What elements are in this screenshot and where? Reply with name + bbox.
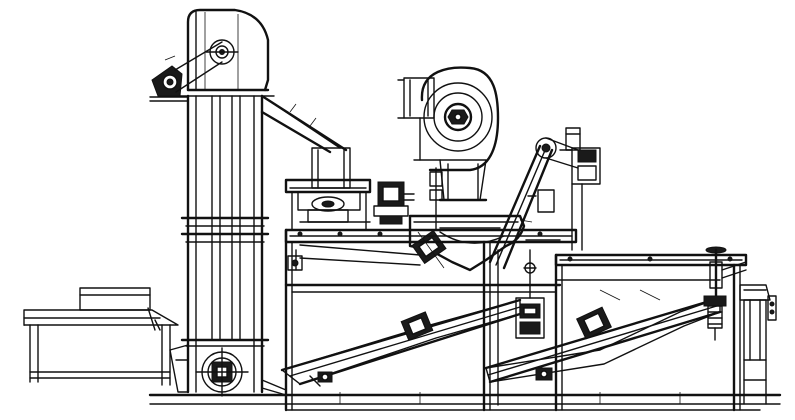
feed-table bbox=[23, 287, 179, 386]
frame-details bbox=[297, 231, 733, 404]
discharge-chute bbox=[260, 94, 348, 154]
bucket-elevator bbox=[169, 8, 287, 397]
conveyor-drive-motor bbox=[559, 127, 601, 251]
base-frame bbox=[148, 393, 782, 411]
lower-center-sieve bbox=[484, 296, 722, 384]
center-vibrator-unit bbox=[515, 249, 545, 339]
elevator-drive-motor bbox=[149, 41, 223, 102]
aspirator-fan bbox=[397, 66, 500, 172]
main-frame bbox=[284, 228, 578, 412]
cyclone-separator bbox=[429, 159, 488, 231]
handwheel-adjuster bbox=[703, 246, 747, 341]
inclined-conveyor bbox=[488, 137, 579, 270]
outlet-hopper bbox=[739, 284, 777, 405]
huller-motor bbox=[373, 181, 415, 225]
feed-hopper bbox=[284, 147, 372, 231]
